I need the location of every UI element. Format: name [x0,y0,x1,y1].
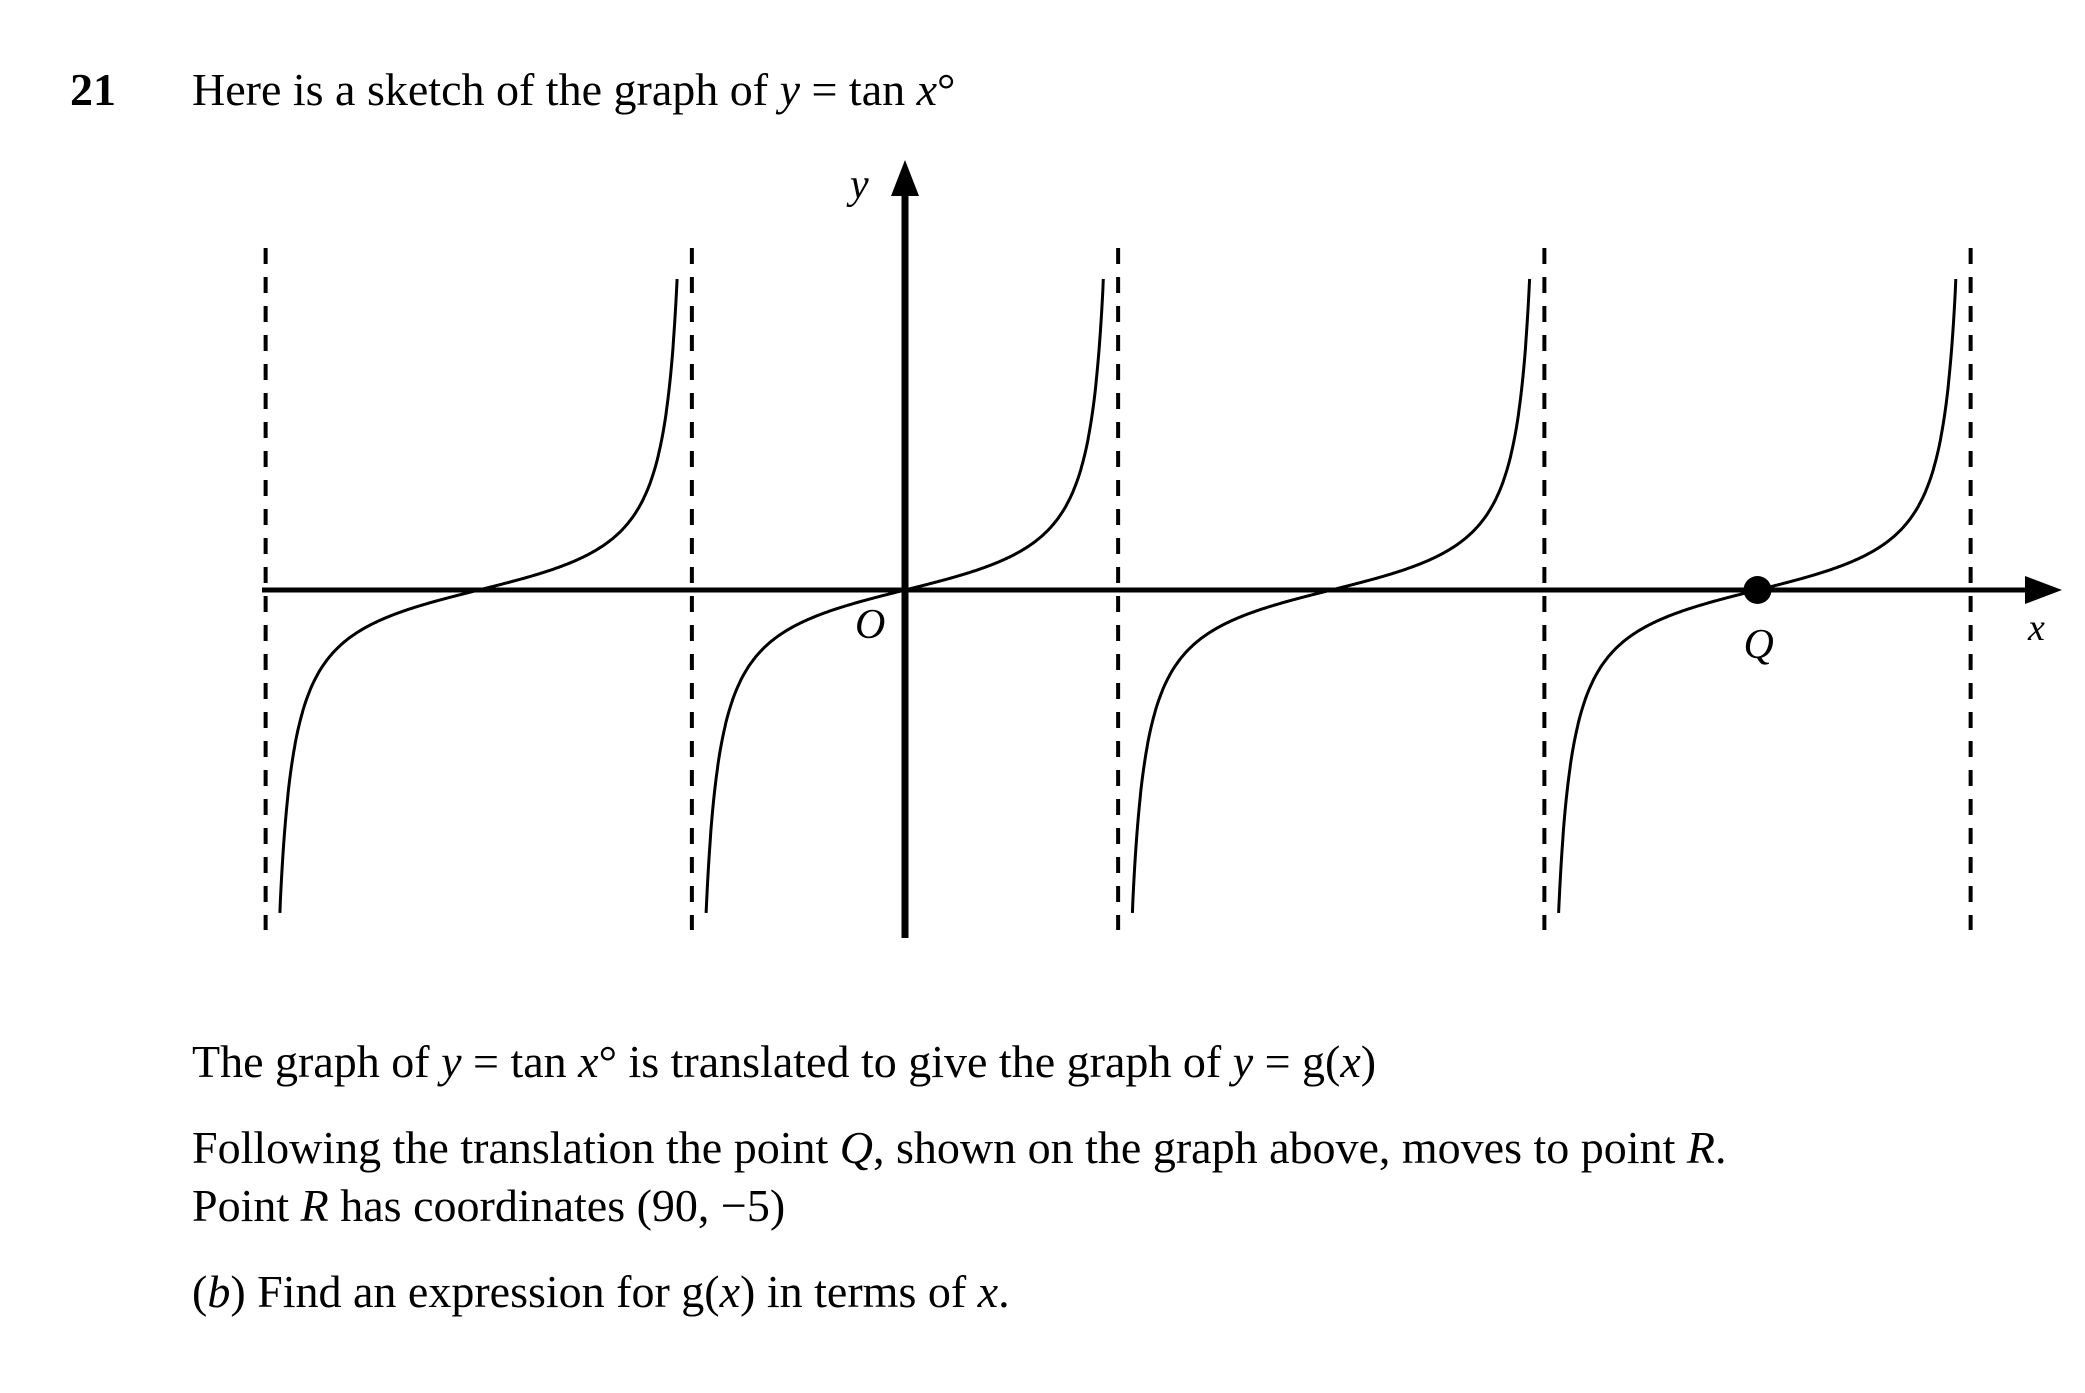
intro-var-x: x [916,64,938,115]
para-text: Point [192,1180,301,1231]
point-q-label: Q [1744,622,1774,668]
para-text: has coordinates (90, −5) [328,1180,786,1231]
tan-graph: y x O Q [262,160,2062,938]
question-number: 21 [70,64,116,115]
y-axis-label: y [846,162,869,208]
question-intro: Here is a sketch of the graph of y = tan… [192,62,955,118]
part-text: . [998,1266,1010,1317]
translation-statement: The graph of y = tan x° is translated to… [192,1034,1376,1090]
para-text: , shown on the graph above, moves to poi… [873,1122,1687,1173]
para-var: R [300,1180,329,1231]
origin-label: O [855,602,885,648]
x-axis-label: x [2027,607,2045,649]
para-var: y [1232,1036,1254,1087]
part-var: x [977,1266,999,1317]
part-text: ) in terms of [740,1266,978,1317]
intro-text: Here is a sketch of the graph of [192,64,780,115]
para-var: Q [839,1122,874,1173]
para-text: The graph of [192,1036,442,1087]
tan-curve-branch [278,278,679,913]
intro-text: = tan [799,64,917,115]
para-text: ° is translated to give the graph of [598,1036,1233,1087]
part-var: x [719,1266,741,1317]
para-var: x [1340,1036,1361,1087]
para-text: ) [1360,1036,1377,1087]
para-text: . [1714,1122,1727,1173]
x-axis-arrow-icon [2025,576,2062,604]
para-text: Following the translation the point [192,1122,840,1173]
point-r-statement: Point R has coordinates (90, −5) [192,1178,785,1234]
para-var: R [1686,1122,1715,1173]
intro-degree: ° [937,64,956,115]
para-text: = tan [461,1036,579,1087]
y-axis-arrow-icon [891,160,919,196]
tan-curve-branch [1130,278,1532,913]
part-b-question: (b) Find an expression for g(x) in terms… [192,1264,1010,1320]
point-q-statement: Following the translation the point Q, s… [192,1120,1726,1176]
para-var: x [578,1036,599,1087]
part-text: ) Find an expression for g( [230,1266,720,1317]
para-var: y [441,1036,462,1087]
part-letter: b [207,1266,231,1317]
point-q [1743,576,1772,604]
part-text: ( [192,1266,208,1317]
para-text: = g( [1253,1036,1341,1087]
intro-var-y: y [779,64,800,115]
